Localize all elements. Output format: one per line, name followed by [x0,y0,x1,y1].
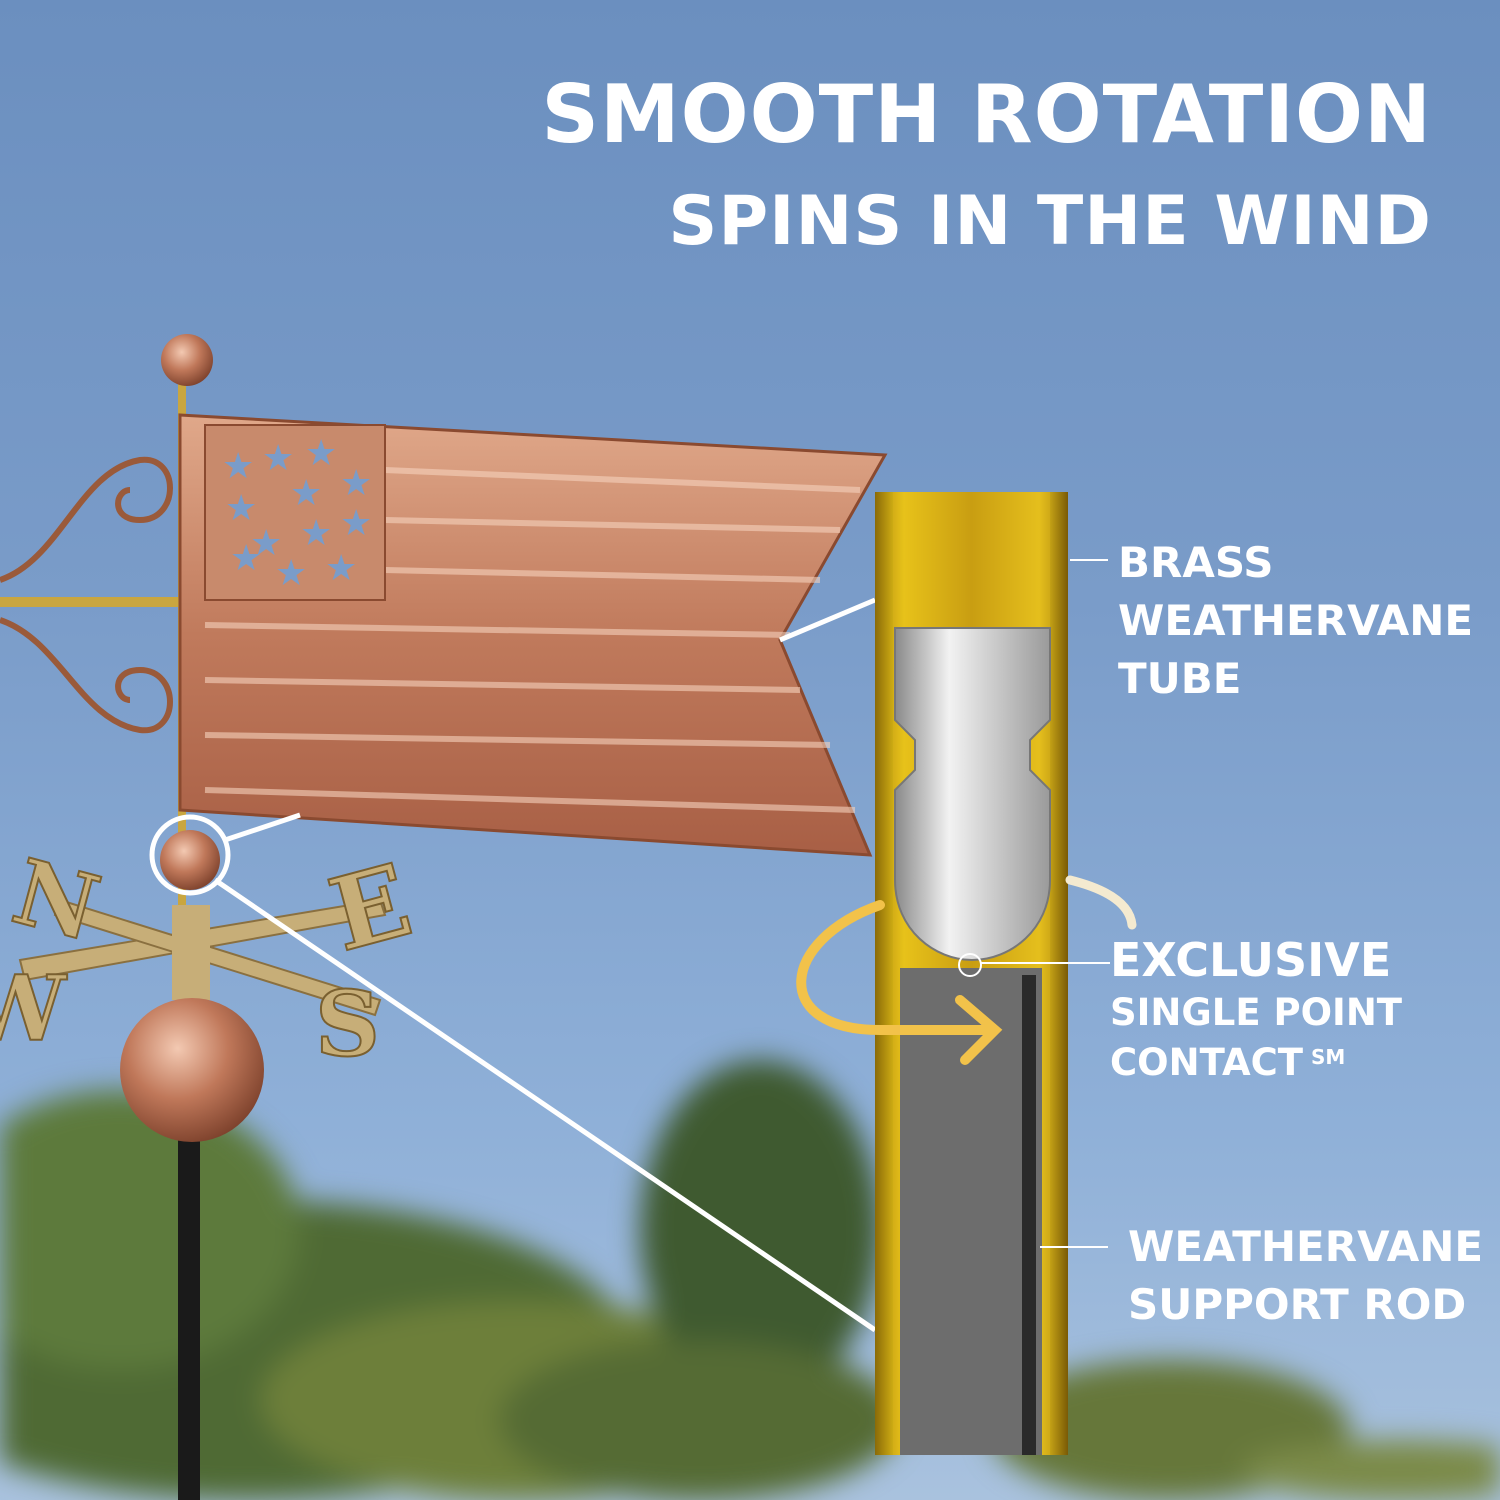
contact-point-marker [958,953,982,977]
finial-ball [161,334,213,386]
rotation-arrow-head [955,995,1003,1065]
svg-text:★: ★ [325,548,357,589]
svg-text:★: ★ [262,438,294,479]
callout-line: WEATHERVANE [1118,596,1474,645]
detail-highlight-circle [149,814,231,896]
svg-text:★: ★ [230,538,262,579]
rotation-arrow-back [1065,875,1137,930]
callout-line: BRASS [1118,538,1274,587]
svg-text:★: ★ [250,523,282,564]
support-rod [900,968,1042,1455]
callout-line: CONTACT [1110,1041,1303,1084]
svg-text:★: ★ [340,463,372,504]
svg-text:★: ★ [225,488,257,529]
headline-subtitle: SPINS IN THE WIND [668,182,1432,261]
flag-stars: ★★★ ★★★ ★★★ ★★★ [222,433,372,594]
callout-line: SUPPORT ROD [1128,1280,1467,1329]
mount-pole [178,1130,200,1500]
headline-title: SMOOTH ROTATION [541,68,1432,161]
svg-text:★: ★ [305,433,337,474]
service-mark: SM [1310,1045,1346,1069]
zoom-line-bottom [213,877,877,1333]
svg-text:★: ★ [222,446,254,487]
compass-letter-w: W [0,956,68,1062]
copper-globe [120,998,264,1142]
callout-line-wrap: CONTACT SM [1110,1038,1402,1088]
zoom-line-flag [779,597,876,643]
svg-text:★: ★ [340,503,372,544]
flag-canton [204,424,386,601]
steel-bearing [894,627,1051,962]
arrow-rod [0,597,180,607]
compass-letter-e: E [318,841,422,975]
rotation-arrow [796,900,995,1035]
callout-line: TUBE [1118,654,1242,703]
callout-line: WEATHERVANE [1128,1222,1484,1271]
svg-text:★: ★ [290,473,322,514]
callout-brass-tube: BRASS WEATHERVANE TUBE [1118,534,1473,708]
callout-line: EXCLUSIVE [1110,933,1392,987]
svg-text:★: ★ [300,513,332,554]
scroll-ornament [0,456,173,734]
callout-support-rod: WEATHERVANE SUPPORT ROD [1128,1218,1483,1334]
svg-text:★: ★ [275,553,307,594]
callout-single-point-contact: EXCLUSIVE SINGLE POINT CONTACT SM [1110,932,1402,1088]
bearing-ball [160,830,220,890]
callout-line: SINGLE POINT [1110,991,1403,1034]
flag-stripes [204,467,861,813]
zoom-line-top [224,812,301,843]
compass-letter-n: N [3,839,110,963]
rod-groove [1022,975,1036,1455]
compass-hub [172,905,210,1000]
